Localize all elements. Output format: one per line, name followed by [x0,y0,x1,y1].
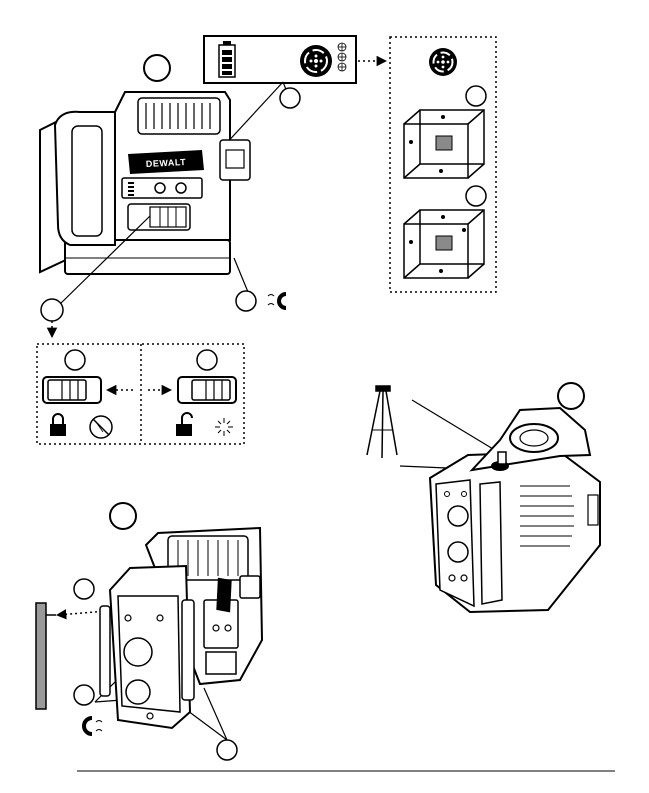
laser-device-bracket [100,528,262,728]
figure-a: DEWALT [40,36,385,336]
switch-panel [37,344,244,444]
callout-a3 [236,291,256,311]
figure-c [36,503,262,760]
laser-device-rear [430,408,600,612]
mode-button-icon [429,48,457,76]
callout-a6 [65,350,85,370]
magnet-icon [268,294,286,308]
callout-c1 [74,579,94,599]
magnet-icon [84,718,102,734]
tripod-icon [367,386,397,458]
callout-c2 [74,685,94,705]
laser-device-front [40,92,250,274]
slide-switch-unlocked [178,377,236,403]
slide-switch-locked [43,377,101,403]
callout-fig-a [144,55,170,81]
callout-c3 [217,740,237,760]
callout-a7 [197,350,217,370]
control-panel-inset [204,36,356,83]
wall-plate [36,603,56,709]
svg-text:DEWALT: DEWALT [146,157,187,169]
laser-pattern-panel [390,37,496,292]
figure-b [367,383,600,612]
mode-button-icon [300,45,332,77]
callout-a1 [280,88,300,108]
callout-fig-b [558,383,584,409]
brand-logo: DEWALT [128,150,204,174]
battery-icon [219,41,235,77]
laser-pattern-icon [338,43,346,71]
callout-a5 [466,186,486,206]
callout-a4 [466,86,486,106]
callout-a2 [41,299,63,321]
callout-fig-c [110,503,136,529]
